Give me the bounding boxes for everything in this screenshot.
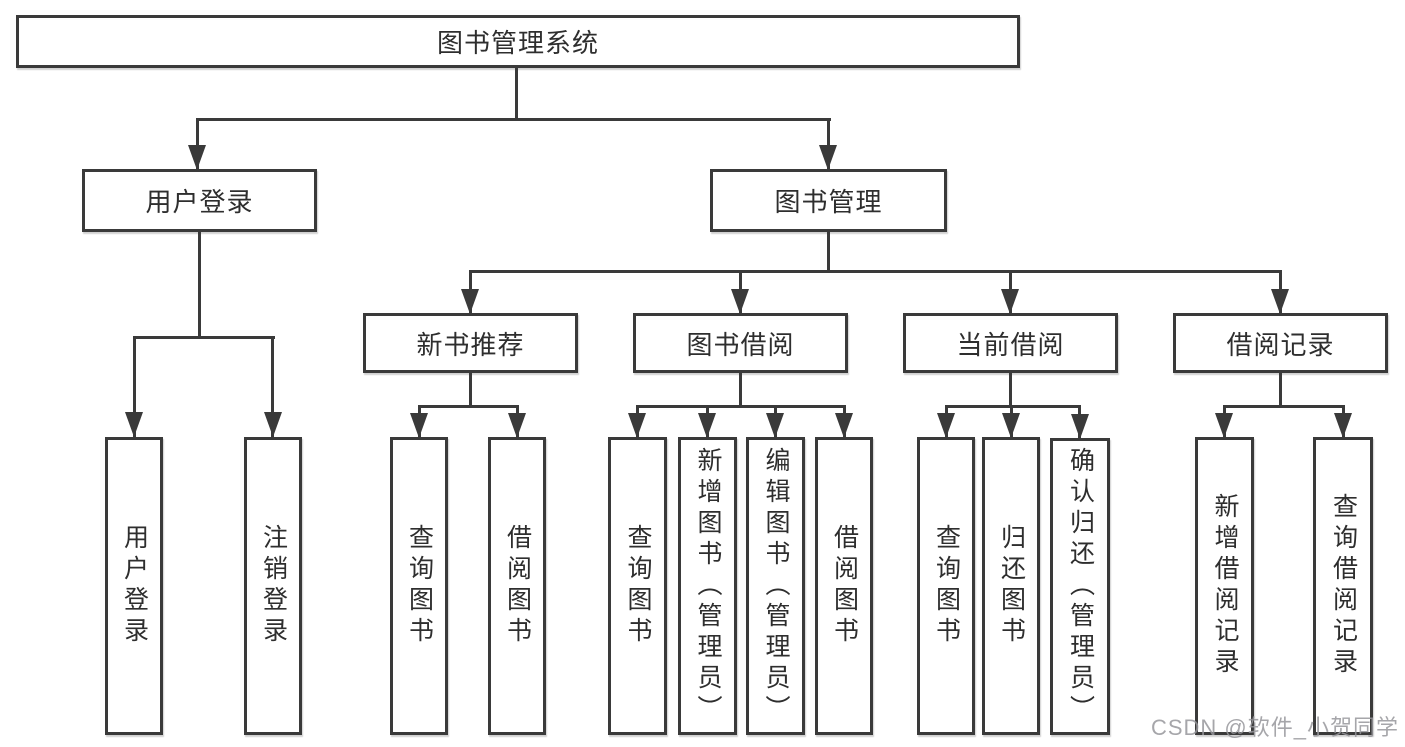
connector-line	[945, 405, 1081, 408]
node-label: 图书管理	[774, 187, 883, 217]
node-label: 查询借阅记录	[1329, 493, 1358, 679]
arrowhead-down-icon	[937, 413, 955, 438]
node-logout: 注销登录	[244, 437, 302, 735]
node-query-borrow-record: 查询借阅记录	[1313, 437, 1373, 735]
connector-line	[196, 118, 831, 121]
node-borrow-books-borrowing: 借阅图书	[815, 437, 873, 735]
connector-line	[198, 230, 201, 338]
node-new-book-recommendation: 新书推荐	[363, 313, 578, 373]
node-add-book-admin: 新增图书（管理员）	[678, 437, 737, 735]
arrowhead-down-icon	[188, 145, 206, 170]
node-add-borrow-record: 新增借阅记录	[1195, 437, 1254, 735]
node-user-login-module: 用户登录	[82, 169, 317, 232]
node-query-books-current: 查询图书	[917, 437, 975, 735]
node-current-borrowing: 当前借阅	[903, 313, 1118, 373]
node-label: 用户登录	[120, 524, 149, 648]
arrowhead-down-icon	[1334, 413, 1352, 438]
arrowhead-down-icon	[1215, 413, 1233, 438]
connector-line	[418, 405, 519, 408]
arrowhead-down-icon	[766, 413, 784, 438]
connector-line	[133, 336, 275, 339]
arrowhead-down-icon	[835, 413, 853, 438]
node-query-books-borrowing: 查询图书	[608, 437, 667, 735]
connector-line	[1009, 371, 1012, 407]
node-label: 查询图书	[932, 524, 961, 648]
node-label: 归还图书	[997, 524, 1026, 648]
arrowhead-down-icon	[819, 145, 837, 170]
node-label: 借阅图书	[830, 524, 859, 648]
connector-line	[515, 66, 518, 120]
node-label: 借阅记录	[1226, 329, 1335, 360]
arrowhead-down-icon	[410, 413, 428, 438]
arrowhead-down-icon	[508, 413, 526, 438]
csdn-watermark: CSDN @软件_小贺同学	[1150, 715, 1399, 740]
node-label: 图书管理系统	[436, 28, 599, 58]
node-label: 编辑图书（管理员）	[762, 446, 790, 726]
connector-line	[1279, 371, 1282, 407]
node-user-login: 用户登录	[105, 437, 163, 735]
arrowhead-down-icon	[1271, 289, 1289, 314]
connector-line	[469, 270, 1282, 273]
connector-line	[1223, 405, 1344, 408]
arrowhead-down-icon	[731, 289, 749, 314]
node-label: 借阅图书	[503, 524, 532, 648]
node-book-management-module: 图书管理	[710, 169, 947, 232]
node-label: 新增借阅记录	[1211, 493, 1239, 679]
node-label: 注销登录	[259, 524, 288, 648]
node-borrowing-records: 借阅记录	[1173, 313, 1388, 373]
node-edit-book-admin: 编辑图书（管理员）	[746, 437, 805, 735]
arrowhead-down-icon	[1071, 414, 1089, 439]
node-label: 新书推荐	[416, 329, 525, 360]
node-label: 当前借阅	[956, 329, 1065, 360]
node-label: 查询图书	[405, 524, 434, 648]
arrowhead-down-icon	[1001, 289, 1019, 314]
connector-line	[636, 405, 845, 408]
node-label: 确认归还（管理员）	[1066, 447, 1095, 726]
node-return-book: 归还图书	[982, 437, 1040, 735]
arrowhead-down-icon	[125, 412, 143, 437]
arrowhead-down-icon	[264, 412, 282, 437]
node-book-borrowing: 图书借阅	[633, 313, 848, 373]
connector-line	[469, 371, 472, 407]
node-label: 查询图书	[624, 524, 652, 648]
node-confirm-return-admin: 确认归还（管理员）	[1050, 438, 1110, 735]
arrowhead-down-icon	[698, 413, 716, 438]
connector-line	[196, 118, 199, 170]
arrowhead-down-icon	[461, 289, 479, 314]
connector-line	[827, 118, 830, 170]
connector-line	[133, 336, 136, 437]
node-label: 新增图书（管理员）	[694, 446, 722, 726]
connector-line	[827, 230, 830, 273]
arrowhead-down-icon	[628, 413, 646, 438]
node-label: 图书借阅	[686, 329, 795, 360]
connector-line	[739, 371, 742, 407]
arrowhead-down-icon	[1002, 413, 1020, 438]
node-label: 用户登录	[145, 187, 254, 217]
node-borrow-books-recommend: 借阅图书	[488, 437, 546, 735]
connector-line	[271, 336, 274, 437]
node-library-management-system: 图书管理系统	[16, 15, 1020, 68]
node-query-books-recommend: 查询图书	[390, 437, 448, 735]
